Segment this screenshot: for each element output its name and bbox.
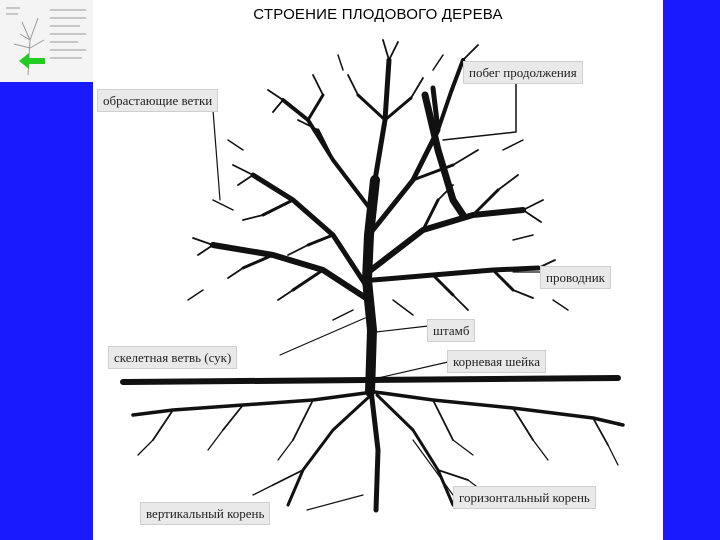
label-leader: проводник (540, 266, 611, 289)
label-horizontal-root: горизонтальный корень (453, 486, 596, 509)
slide-thumbnail[interactable] (0, 0, 93, 82)
label-vertical-root: вертикальный корень (140, 502, 271, 525)
label-skeletal-branch: скелетная ветвь (сук) (108, 346, 238, 369)
label-overgrowing-branches: обрастающие ветки (97, 89, 219, 112)
label-root-collar: корневая шейка (447, 350, 546, 373)
green-left-arrow-icon[interactable] (18, 52, 46, 70)
thumbnail-sketch (0, 0, 93, 82)
label-continuation-shoot: побег продолжения (463, 61, 583, 84)
label-trunk: штамб (427, 319, 476, 342)
tree-crown (120, 39, 625, 513)
tree-illustration (120, 39, 625, 513)
page-title: СТРОЕНИЕ ПЛОДОВОГО ДЕРЕВА (253, 6, 503, 23)
